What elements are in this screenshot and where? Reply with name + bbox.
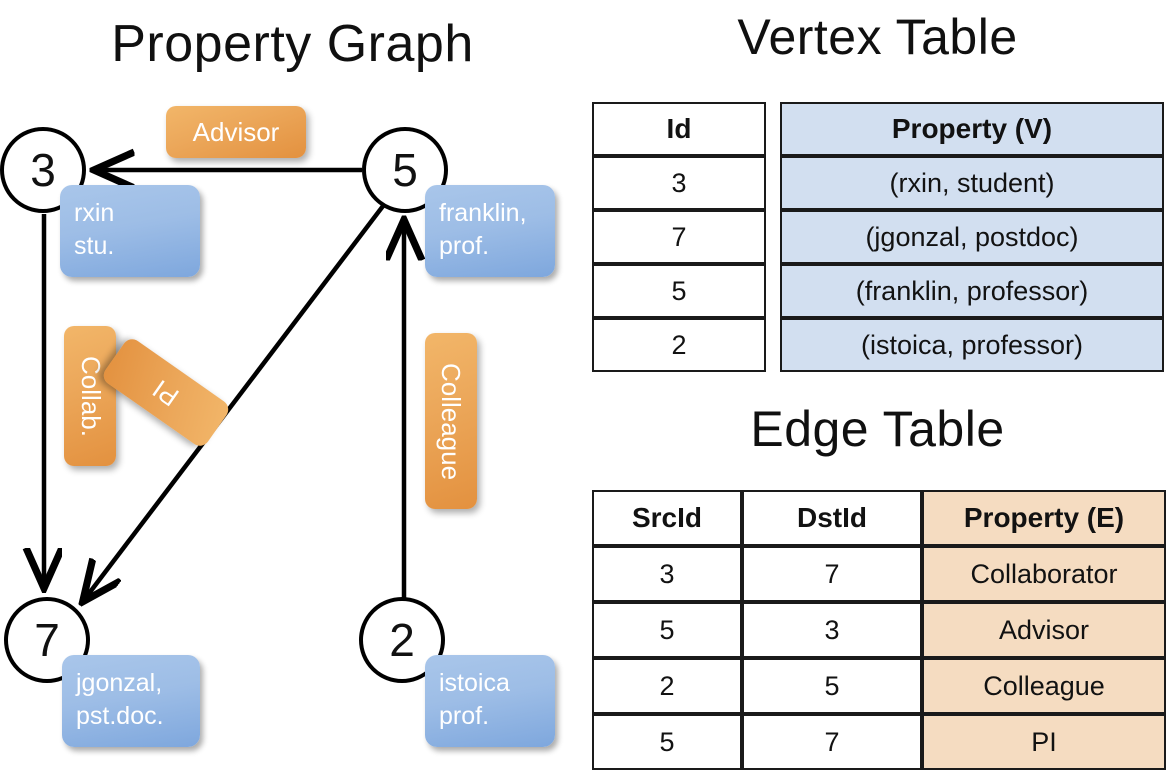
vertex-table-cell-property: (franklin, professor) [780,264,1164,318]
vertex-property-line: jgonzal, [76,669,163,697]
page-title-property-graph: Property Graph [111,15,474,73]
vertex-table-cell-property: (rxin, student) [780,156,1164,210]
vertex-table-cell-id: 7 [592,210,766,264]
vertex-property-line: rxin [74,199,115,227]
table-row: Colleague [922,658,1166,714]
vertex-table-cell-id: 3 [592,156,766,210]
property-graph-panel: Property Graph 3 5 7 2 rxin stu. frankli… [0,0,585,760]
edge-table-cell-dstid: 5 [742,658,922,714]
vertex-table-cell-property: (jgonzal, postdoc) [780,210,1164,264]
table-row: 2 [592,318,766,372]
edge-table-header-srcid: SrcId [592,490,742,546]
graph-edges-layer [0,0,585,760]
vertex-property-box-2: istoica prof. [425,655,555,747]
vertex-property-line: pst.doc. [76,701,164,730]
edge-table-cell-srcid: 5 [592,602,742,658]
table-header-row: Property (V) [780,102,1164,156]
table-row: 7 [742,714,922,770]
edge-table-cell-property: Collaborator [922,546,1166,602]
vertex-property-line: prof. [439,231,490,260]
table-row: Advisor [922,602,1166,658]
edge-label-text: PI [147,373,185,413]
vertex-table-cell-id: 2 [592,318,766,372]
vertex-table-header-id: Id [592,102,766,156]
table-row: (istoica, professor) [780,318,1164,372]
table-row: 3 [592,156,766,210]
edge-table-cell-dstid: 7 [742,714,922,770]
vertex-node-5[interactable]: 5 [362,127,448,213]
table-row: 3 [592,546,742,602]
edge-label-text: Colleague [436,362,467,480]
vertex-property-line: franklin, [439,199,527,227]
vertex-table-header-property: Property (V) [780,102,1164,156]
table-row: (rxin, student) [780,156,1164,210]
table-header-row: Property (E) [922,490,1166,546]
vertex-property-box-5: franklin, prof. [425,185,555,277]
table-row: 5 [742,658,922,714]
vertex-property-box-3: rxin stu. [60,185,200,277]
edge-table-cell-srcid: 3 [592,546,742,602]
edge-table-cell-property: PI [922,714,1166,770]
table-row: (franklin, professor) [780,264,1164,318]
edge-table-cell-dstid: 3 [742,602,922,658]
edge-table-cell-srcid: 2 [592,658,742,714]
page-title-vertex-table: Vertex Table [737,9,1018,65]
vertex-property-line: prof. [439,701,490,730]
table-row: 5 [592,264,766,318]
vertex-node-2[interactable]: 2 [359,597,445,683]
table-header-row: SrcId [592,490,742,546]
vertex-table-cell-id: 5 [592,264,766,318]
table-row: 7 [592,210,766,264]
edge-table-cell-property: Advisor [922,602,1166,658]
edge-table-cell-property: Colleague [922,658,1166,714]
vertex-property-box-7: jgonzal, pst.doc. [62,655,200,747]
edge-table-srcid-column: SrcId 3 5 2 5 [592,490,742,770]
edge-5-to-7 [84,204,385,600]
edge-label-advisor: Advisor [166,106,306,158]
vertex-table-property-column: Property (V) (rxin, student) (jgonzal, p… [780,102,1164,372]
edge-label-text: Collab. [75,355,106,437]
table-row: (jgonzal, postdoc) [780,210,1164,264]
vertex-table-id-column: Id 3 7 5 2 [592,102,766,372]
edge-label-collab: Collab. [64,326,116,466]
table-row: PI [922,714,1166,770]
edge-label-text: Advisor [192,116,280,147]
table-row: 7 [742,546,922,602]
table-header-row: DstId [742,490,922,546]
edge-table-header-property: Property (E) [922,490,1166,546]
vertex-property-line: stu. [74,231,115,260]
edge-table-cell-srcid: 5 [592,714,742,770]
edge-table-dstid-column: DstId 7 3 5 7 [742,490,922,770]
table-header-row: Id [592,102,766,156]
table-row: Collaborator [922,546,1166,602]
table-row: 3 [742,602,922,658]
table-row: 2 [592,658,742,714]
vertex-property-line: istoica [439,669,510,697]
table-row: 5 [592,714,742,770]
edge-label-colleague: Colleague [425,333,477,509]
edge-table-property-column: Property (E) Collaborator Advisor Collea… [922,490,1166,770]
vertex-table-cell-property: (istoica, professor) [780,318,1164,372]
table-row: 5 [592,602,742,658]
edge-table-cell-dstid: 7 [742,546,922,602]
edge-table-header-dstid: DstId [742,490,922,546]
page-title-edge-table: Edge Table [750,401,1005,457]
